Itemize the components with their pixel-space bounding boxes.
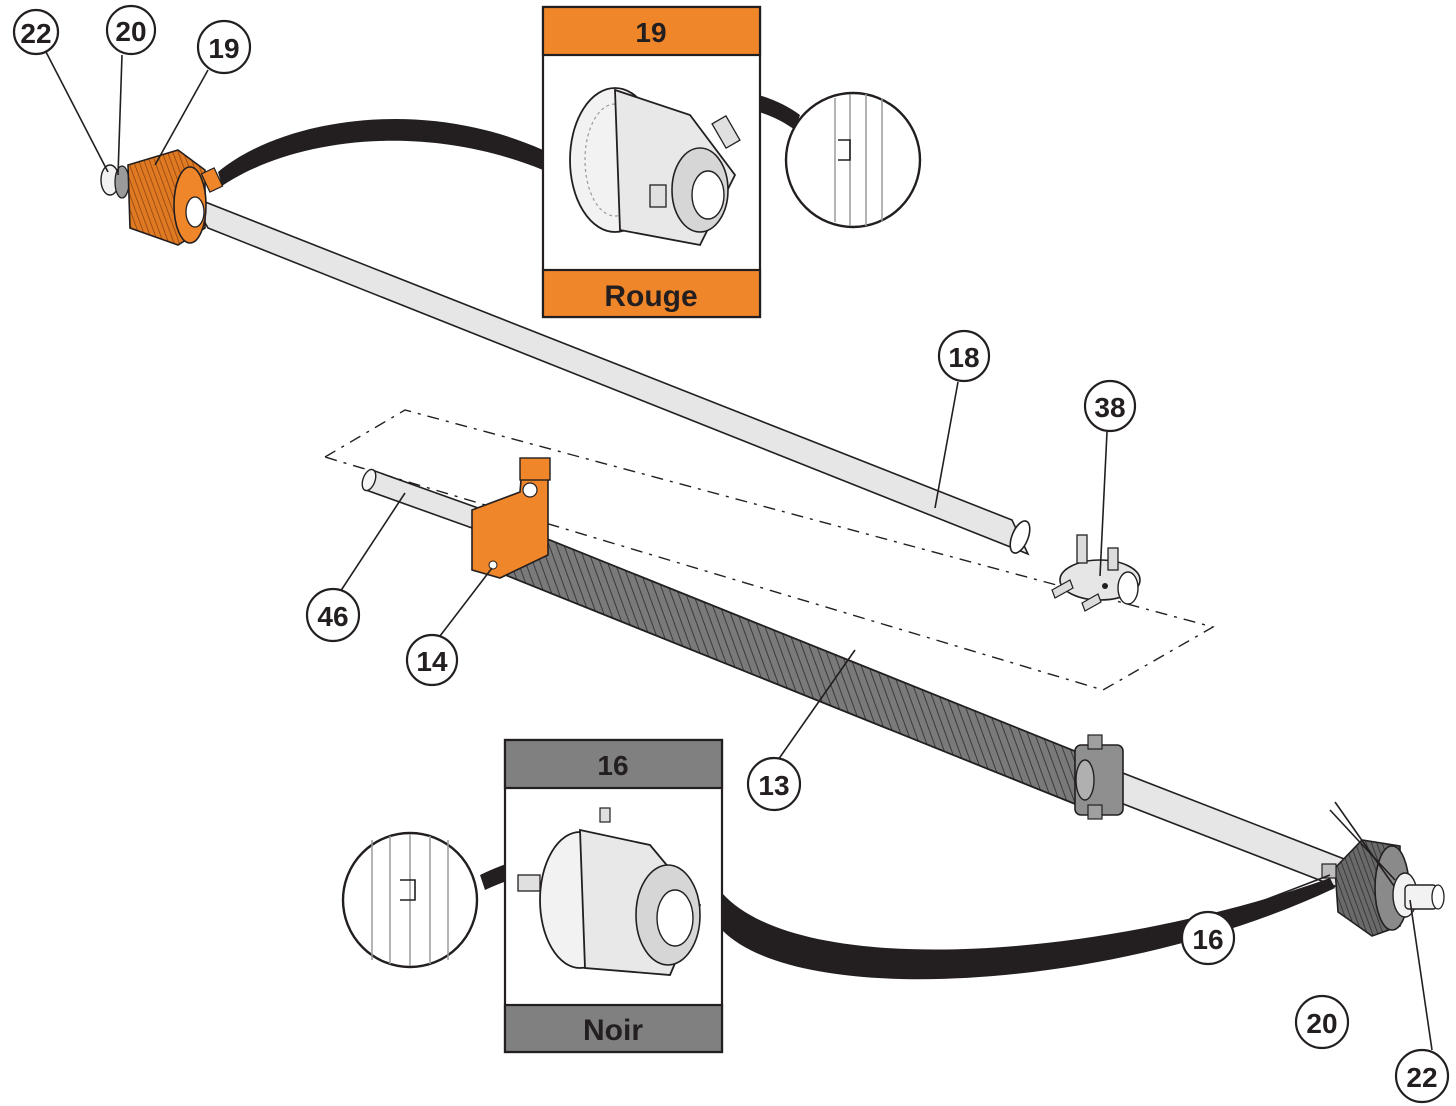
short-shaft-icon (361, 468, 507, 540)
callout-19-top: 19 (196, 19, 252, 75)
detail-top-color-label: Rouge (604, 280, 697, 313)
svg-text:20: 20 (1306, 1008, 1337, 1039)
svg-text:18: 18 (948, 342, 979, 373)
detail-top-part-number: 19 (635, 17, 666, 48)
coupler-icon (1051, 534, 1141, 612)
leader-lines (44, 49, 1433, 1051)
svg-text:22: 22 (1406, 1062, 1437, 1093)
detail-box-bottom: 16 Noir (503, 738, 724, 1054)
svg-text:38: 38 (1094, 392, 1125, 423)
lower-shaft-icon (1107, 768, 1353, 892)
winding-cone-black-icon (1321, 839, 1445, 937)
assembly-guide-dashed (323, 409, 1215, 691)
spring-end-cone-icon (1074, 734, 1124, 820)
cable-top (218, 119, 543, 186)
bracket-icon (471, 457, 551, 579)
winding-cone-detail-icon (569, 87, 741, 247)
svg-text:14: 14 (416, 646, 448, 677)
callout-13: 13 (746, 756, 802, 812)
svg-text:19: 19 (208, 33, 239, 64)
callout-38: 38 (1083, 379, 1137, 433)
detail-bottom-part-number: 16 (597, 750, 628, 781)
cable-bottom (722, 878, 1335, 980)
svg-text:46: 46 (317, 601, 348, 632)
detail-bottom-color-label: Noir (583, 1014, 643, 1047)
magnifier-detail-icon (341, 831, 479, 969)
svg-text:22: 22 (20, 18, 51, 49)
callout-16: 16 (1180, 910, 1236, 966)
svg-text:16: 16 (1192, 924, 1223, 955)
magnifier-detail-icon (784, 91, 922, 229)
leader-20-bottom (1334, 801, 1395, 887)
callout-18: 18 (937, 329, 991, 383)
winding-cone-red-icon (100, 149, 224, 246)
detail-box-top: 19 Rouge (541, 5, 762, 319)
callout-20-top: 20 (105, 4, 157, 56)
callout-46: 46 (305, 587, 361, 643)
callout-22-top: 22 (12, 8, 60, 56)
winding-cone-detail-icon (517, 807, 702, 976)
callout-14: 14 (405, 633, 459, 687)
callout-20-bottom: 20 (1294, 994, 1350, 1050)
svg-text:20: 20 (115, 16, 146, 47)
svg-text:13: 13 (758, 770, 789, 801)
callout-22-bottom: 22 (1394, 1048, 1450, 1104)
